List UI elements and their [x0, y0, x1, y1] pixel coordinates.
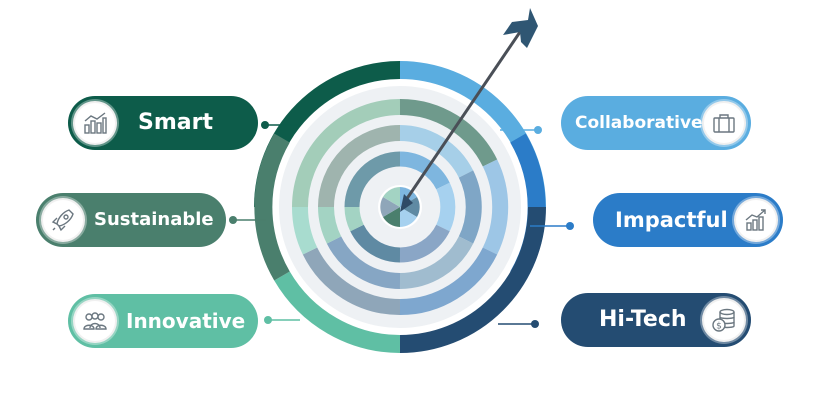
innovative-pill: Innovative — [68, 294, 258, 348]
ring-2-seg-b — [399, 125, 474, 178]
collaborative-pill: Collaborative — [561, 96, 751, 150]
collaborative-label: Collaborative — [575, 113, 703, 133]
arrow — [400, 8, 538, 212]
ring-1-seg-d — [399, 247, 498, 316]
coins-icon: $ — [702, 298, 746, 342]
connectors — [229, 121, 574, 328]
sustainable-label: Sustainable — [94, 209, 214, 230]
hi-tech-pill: Hi-Tech $ — [561, 293, 751, 347]
bullseye-seg-5 — [380, 197, 400, 217]
ring-1-seg-e — [302, 247, 401, 316]
ring-2-seg-a — [318, 125, 401, 208]
outer-ring-seg-sust — [254, 133, 290, 281]
hi-tech-label: Hi-Tech — [599, 307, 687, 332]
outer-ring-seg-innov — [274, 271, 401, 353]
ring-3-seg-d — [399, 224, 450, 263]
growth-chart-icon — [734, 198, 778, 242]
white-band — [273, 80, 527, 334]
bullseye-seg-2 — [400, 197, 420, 217]
bar-chart-icon — [73, 101, 117, 145]
outer-ring — [254, 61, 546, 353]
bullseye — [378, 185, 422, 229]
ring-1-seg-c — [482, 159, 509, 255]
ring-3-seg-f — [344, 206, 364, 232]
ring-1-seg-f — [291, 206, 318, 255]
outer-ring-seg-hitech — [399, 206, 546, 353]
ring-3-seg-a — [344, 151, 401, 208]
innovative-label: Innovative — [126, 309, 246, 333]
impactful-pill: Impactful — [593, 193, 783, 247]
smart-label: Smart — [138, 110, 213, 135]
ring-1-seg-b — [399, 98, 498, 167]
ring-3-seg-c — [436, 182, 456, 232]
ring-1-seg-a — [292, 99, 401, 208]
sustainable-pill: Sustainable — [36, 193, 226, 247]
ring-2-seg-f — [318, 206, 342, 244]
ring-2 — [318, 125, 482, 289]
arrow-fletching — [503, 8, 538, 48]
ring-2-seg-d — [399, 236, 474, 289]
ring-3 — [344, 151, 456, 263]
bullseye-seg-3 — [400, 207, 417, 227]
svg-text:$: $ — [716, 322, 722, 332]
briefcase-icon — [702, 101, 746, 145]
people-icon — [73, 299, 117, 343]
rocket-icon — [41, 198, 85, 242]
ring-1 — [291, 98, 509, 316]
ring-3-seg-b — [399, 151, 450, 190]
arrow-head — [400, 194, 413, 212]
impactful-label: Impactful — [615, 208, 728, 232]
ring-2-seg-c — [458, 170, 482, 244]
ring-3-seg-e — [350, 224, 401, 263]
ring-2-seg-e — [326, 236, 401, 289]
bullseye-seg-4 — [383, 207, 400, 227]
smart-pill: Smart — [68, 96, 258, 150]
bullseye-seg-6 — [383, 187, 400, 207]
